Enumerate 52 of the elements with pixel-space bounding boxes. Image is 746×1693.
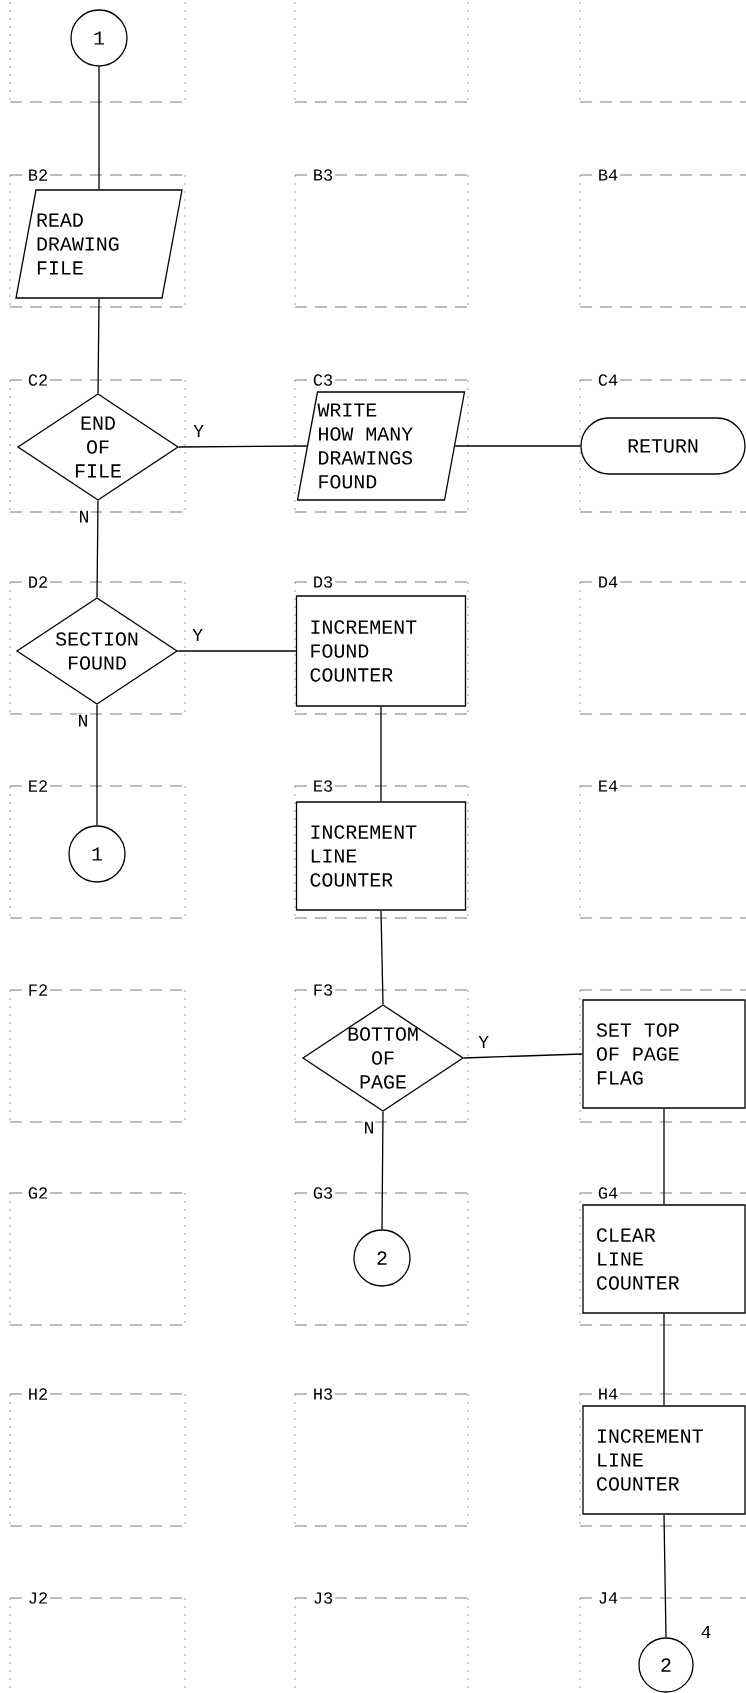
edge-label: N <box>77 509 91 524</box>
grid-label: C4 <box>595 372 621 388</box>
grid-label: D3 <box>310 574 336 590</box>
connector-line <box>663 1313 665 1406</box>
grid-label: J4 <box>595 1590 621 1606</box>
edge-label: Y <box>192 424 206 438</box>
connector-line <box>97 298 100 394</box>
connector-line <box>381 1111 384 1230</box>
connector-line <box>177 650 297 652</box>
process-box: CLEAR LINE COUNTER <box>582 1204 746 1314</box>
connector-line <box>454 445 581 447</box>
grid-label: C2 <box>25 372 51 388</box>
connector-line <box>463 1053 583 1059</box>
connector-line <box>96 704 98 826</box>
process-box: INCREMENT LINE COUNTER <box>582 1405 746 1515</box>
edge-label: N <box>362 1120 376 1135</box>
process-box: INCREMENT LINE COUNTER <box>295 801 467 911</box>
grid-label: G3 <box>310 1185 336 1201</box>
connector-line <box>380 706 382 802</box>
connector-line <box>380 910 384 1005</box>
grid-label: H3 <box>310 1386 336 1402</box>
grid-label: F2 <box>25 982 51 998</box>
grid-label: D2 <box>25 574 51 590</box>
connector-line <box>98 66 100 190</box>
connector-line <box>178 445 308 448</box>
input-output-parallelogram: WRITE HOW MANY DRAWINGS FOUND <box>296 391 466 501</box>
grid-label: G2 <box>25 1185 51 1201</box>
connector-line <box>663 1108 665 1205</box>
grid-label: B3 <box>310 167 336 183</box>
connector-line <box>96 500 99 598</box>
grid-label: E2 <box>25 778 51 794</box>
grid-label: D4 <box>595 574 621 590</box>
page-number: 4 <box>701 1626 711 1638</box>
edge-label: Y <box>477 1035 491 1049</box>
grid-label: H4 <box>595 1386 621 1402</box>
edge-label: N <box>76 713 90 728</box>
grid-label: F3 <box>310 982 336 998</box>
input-output-parallelogram: READ DRAWING FILE <box>15 189 183 299</box>
connector-line <box>663 1514 667 1638</box>
process-box: SET TOP OF PAGE FLAG <box>582 999 746 1109</box>
grid-label: E3 <box>310 778 336 794</box>
terminal-box: RETURN <box>580 417 746 475</box>
grid-label: C3 <box>310 372 336 388</box>
grid-label: H2 <box>25 1386 51 1402</box>
process-box: INCREMENT FOUND COUNTER <box>295 595 467 707</box>
edge-label: Y <box>191 628 205 642</box>
grid-label: B2 <box>25 167 51 183</box>
grid-label: E4 <box>595 778 621 794</box>
grid-label: G4 <box>595 1185 621 1201</box>
grid-label: B4 <box>595 167 621 183</box>
grid-label: J2 <box>25 1590 51 1606</box>
grid-label: J3 <box>310 1590 336 1606</box>
